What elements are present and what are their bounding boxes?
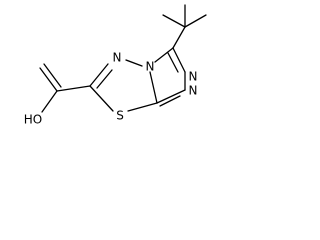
bond-n5-c6: [89, 63, 109, 87]
bond-n5-c6-inner: [96, 69, 113, 89]
bond-cooh-co-a: [39, 67, 58, 92]
bond-c6-cooh: [56, 85, 91, 92]
bonds: [39, 4, 207, 113]
bond-n1-c8a-inner: [159, 95, 181, 107]
bond-c8a-n4: [149, 71, 158, 104]
bond-cq-me-left: [162, 14, 186, 28]
bond-n4-n5: [125, 59, 143, 67]
bond-s-c8a: [127, 102, 158, 112]
bond-c3-n2: [172, 47, 186, 73]
atom-n-thiadiazole-top: N: [113, 51, 122, 65]
atom-sulfur: S: [116, 109, 124, 123]
bond-c3-n4: [154, 47, 174, 63]
atom-n-bridgehead: N: [146, 60, 155, 74]
bond-cooh-co-b: [43, 63, 62, 88]
atom-hydroxyl: HO: [24, 113, 42, 127]
bond-cooh-oh: [41, 90, 58, 113]
atom-n-triazole-bottom: N: [189, 84, 198, 98]
atom-n-triazole-right: N: [189, 70, 198, 84]
bond-c3-n2-inner: [167, 52, 179, 73]
bond-n1-c8a: [156, 89, 186, 104]
bond-c6-s: [89, 85, 114, 112]
structure-diagram: N N N N S HO: [24, 4, 207, 127]
bond-c3-cq: [172, 26, 186, 49]
bond-cq-me-right: [184, 14, 207, 28]
atom-labels: N N N N S HO: [24, 51, 198, 127]
